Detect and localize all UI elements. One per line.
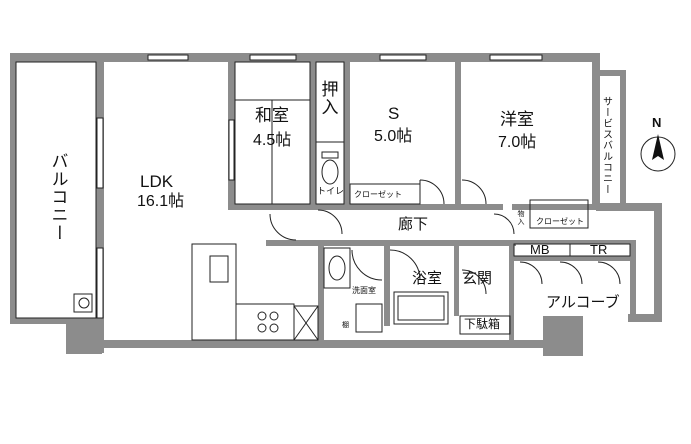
washitsu-name-label: 和室	[255, 106, 289, 125]
tr-label: TR	[590, 242, 608, 257]
service-balcony-label: サービスバルコニー	[600, 96, 612, 195]
washroom-label: 洗面室	[352, 286, 376, 295]
mb-label: MB	[530, 242, 550, 257]
genkan-label: 玄関	[462, 270, 493, 287]
compass-label: N	[652, 115, 662, 130]
oshiire-label: 押入	[318, 80, 338, 116]
fixtures	[15, 61, 631, 341]
alcove-label: アルコーブ	[546, 294, 620, 311]
washer-label: 棚	[342, 322, 349, 329]
bathroom-label: 浴室	[412, 270, 443, 287]
balcony-left-label: バルコニー	[48, 152, 68, 242]
windows	[96, 54, 543, 319]
s-room-name-label: S	[388, 104, 400, 123]
shoebox-label: 下駄箱	[464, 317, 501, 331]
compass-graphic	[640, 134, 676, 172]
washitsu-area-label: 4.5帖	[253, 132, 292, 149]
closet-yo-label: クローゼット	[536, 217, 584, 226]
monoire-label: 物入	[517, 210, 525, 226]
corridor-label: 廊下	[398, 216, 429, 233]
s-room-area-label: 5.0帖	[374, 128, 413, 145]
ldk-name-label: LDK	[140, 172, 174, 191]
youshitsu-area-label: 7.0帖	[498, 134, 537, 151]
youshitsu-name-label: 洋室	[500, 110, 534, 129]
ldk-area-label: 16.1帖	[137, 193, 185, 210]
closet-s-label: クローゼット	[354, 190, 402, 199]
toilet-label: トイレ	[317, 186, 345, 196]
